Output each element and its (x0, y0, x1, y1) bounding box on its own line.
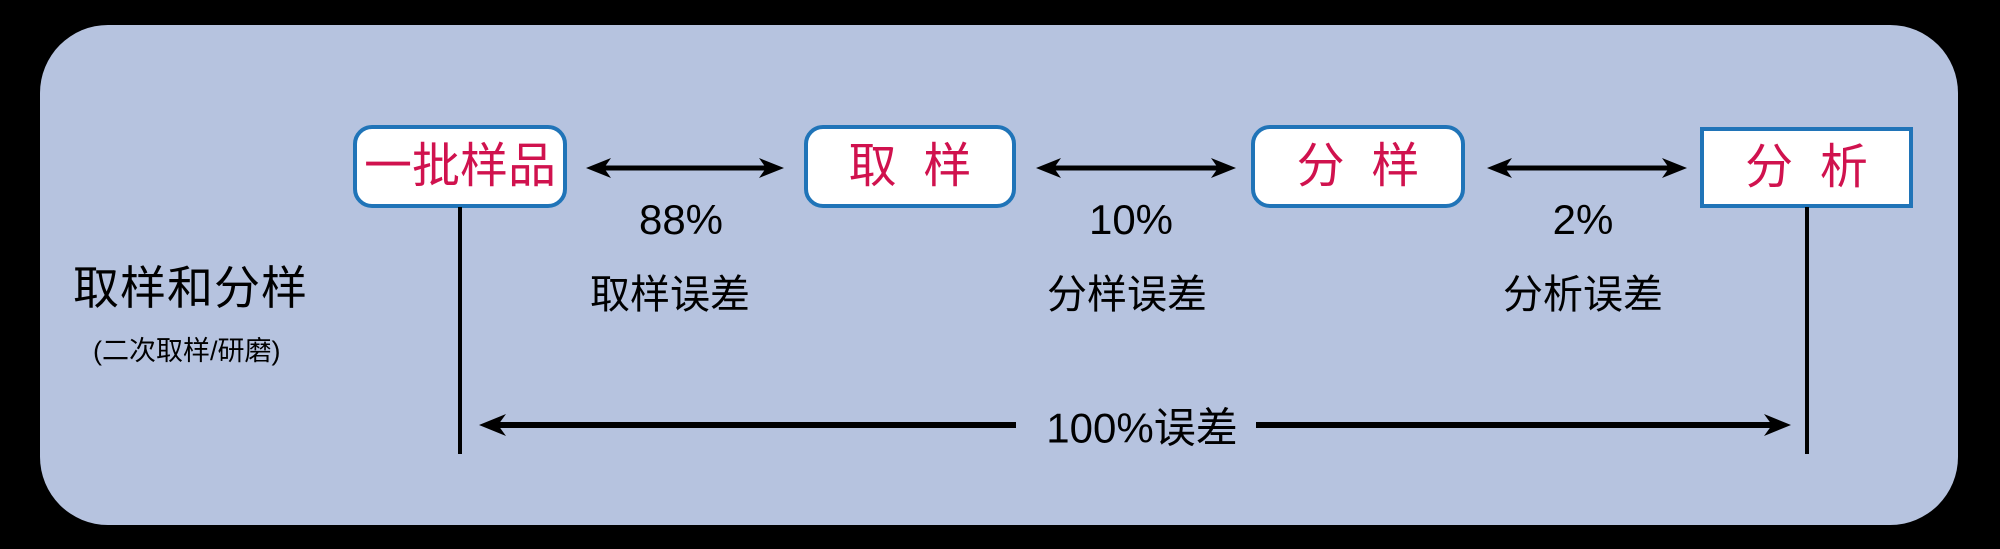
total-error-arrow-right (1256, 414, 1791, 436)
diagram-panel (40, 25, 1958, 525)
splitting-error-percent: 10% (1088, 196, 1174, 243)
double-arrow-analysis-error (1487, 158, 1687, 178)
arrowhead-right-icon (1764, 414, 1791, 436)
node-batch-sample: 一批样品 (353, 125, 567, 208)
node-splitting: 分 样 (1251, 125, 1465, 208)
total-error-label: 100%误差 (1046, 404, 1238, 452)
analysis-error-percent: 2% (1552, 196, 1614, 243)
analysis-dropline (1805, 207, 1809, 454)
arrowhead-left-icon (1036, 158, 1061, 178)
splitting-error-label: 分样误差 (1047, 273, 1207, 317)
analysis-error-label: 分析误差 (1503, 273, 1663, 317)
node-analysis: 分 析 (1700, 127, 1913, 208)
double-arrow-splitting-error (1036, 158, 1236, 178)
batch-sample-dropline (458, 207, 462, 454)
sampling-error-percent: 88% (638, 196, 724, 243)
arrowhead-left-icon (1487, 158, 1512, 178)
diagram-subtitle: (二次取样/研磨) (93, 336, 281, 366)
arrowhead-right-icon (759, 158, 784, 178)
arrowhead-right-icon (1211, 158, 1236, 178)
arrowhead-left-icon (479, 414, 506, 436)
node-sampling: 取 样 (804, 125, 1016, 208)
double-arrow-sampling-error (586, 158, 784, 178)
arrowhead-right-icon (1662, 158, 1687, 178)
total-error-arrow-left (479, 414, 1016, 436)
diagram-title: 取样和分样 (73, 262, 308, 314)
sampling-error-label: 取样误差 (590, 273, 750, 317)
arrowhead-left-icon (586, 158, 611, 178)
